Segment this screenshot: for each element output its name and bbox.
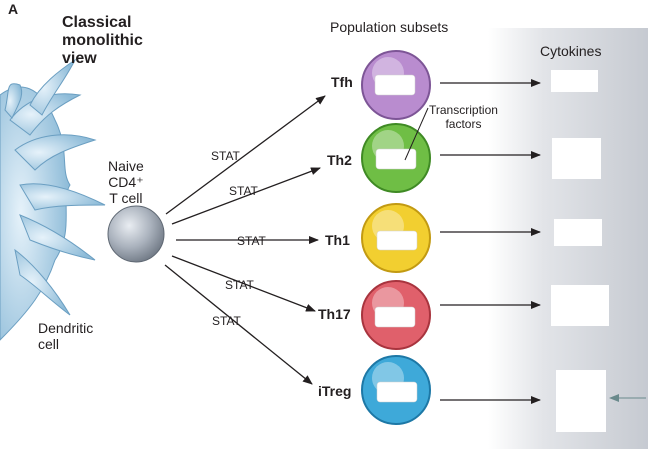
th2-cytokine-box <box>552 138 601 179</box>
stat-label-th1: STAT <box>237 234 266 248</box>
tf-pointer-line <box>404 107 429 161</box>
th1-tf-box <box>376 230 418 251</box>
naive-label-line-1: Naive <box>108 158 144 174</box>
tfh-tf-box <box>374 74 416 96</box>
subset-label-tfh: Tfh <box>331 74 353 90</box>
stat-label-tfh: STAT <box>211 149 240 163</box>
tfh-cytokine-box <box>551 70 598 92</box>
arrow-naive-to-th2 <box>171 167 321 225</box>
dendritic-cell <box>0 58 106 341</box>
arrow-naive-to-tfh <box>165 95 326 215</box>
dendritic-cell-label: Dendritic cell <box>38 320 93 352</box>
subset-label-th2: Th2 <box>327 152 352 168</box>
stat-label-itreg: STAT <box>212 314 241 328</box>
naive-label-line-3: T cell <box>109 190 143 206</box>
arrow-naive-to-th17 <box>171 255 316 312</box>
th1-cytokine-box <box>554 219 602 246</box>
transcription-factors-label: Transcription factors <box>429 103 498 131</box>
th17-cytokine-box <box>551 285 609 326</box>
subset-label-th17: Th17 <box>318 306 351 322</box>
stat-label-th2: STAT <box>229 184 258 198</box>
naive-t-cell <box>107 205 165 263</box>
naive-cell-label: Naive CD4⁺ T cell <box>108 158 144 206</box>
itreg-tf-box <box>376 381 418 403</box>
naive-label-line-2: CD4⁺ <box>108 174 144 190</box>
th17-tf-box <box>374 306 416 328</box>
panel-label: A <box>8 1 19 17</box>
tf-label-line-1: Transcription <box>429 103 498 117</box>
th2-tf-box <box>375 148 417 170</box>
population-header: Population subsets <box>330 19 449 35</box>
subset-label-th1: Th1 <box>325 232 350 248</box>
dendritic-label-line-1: Dendritic <box>38 320 94 336</box>
cytokines-header: Cytokines <box>540 43 602 59</box>
dendritic-label-line-2: cell <box>38 336 60 352</box>
view-title: Classical monolithic view <box>62 14 143 68</box>
arrow-naive-to-itreg <box>164 264 313 385</box>
stat-label-th17: STAT <box>225 278 254 292</box>
view-title-line-1: Classical <box>62 14 132 31</box>
subset-label-itreg: iTreg <box>318 383 352 399</box>
itreg-cytokine-box <box>556 370 606 432</box>
view-title-line-2: monolithic <box>62 32 143 49</box>
tf-label-line-2: factors <box>445 117 482 131</box>
view-title-line-3: view <box>62 50 97 67</box>
